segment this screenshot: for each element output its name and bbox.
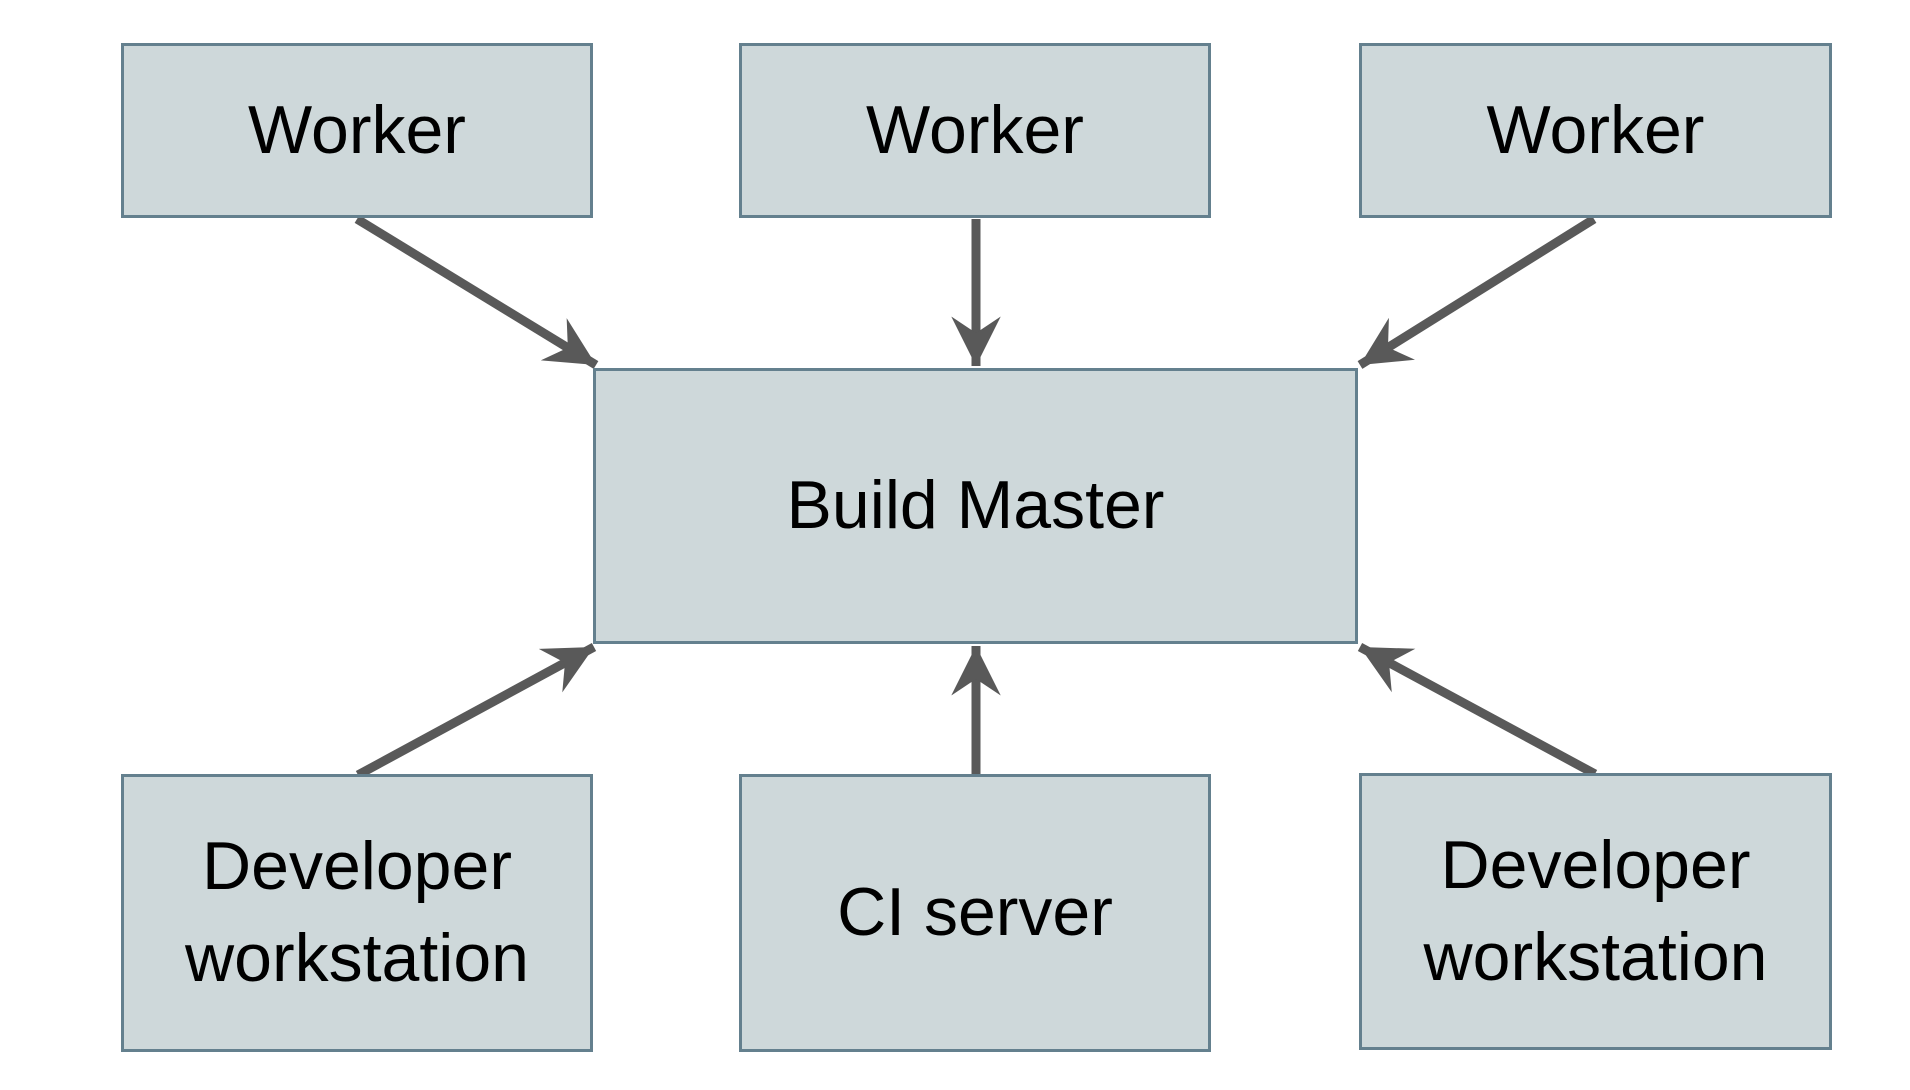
node-worker-2: Worker: [739, 43, 1211, 218]
node-ci-server-label: CI server: [837, 874, 1113, 951]
arrow-worker-3-to-build-master: [1357, 215, 1597, 369]
node-worker-2-label: Worker: [866, 91, 1084, 168]
arrow-dev-left-to-build-master: [355, 643, 597, 779]
node-worker-1: Worker: [121, 43, 593, 218]
node-ci-server: CI server: [739, 774, 1211, 1052]
node-worker-3-label: Worker: [1486, 91, 1705, 168]
node-developer-workstation-left: Developer workstation: [121, 774, 593, 1052]
node-worker-1-label: Worker: [248, 91, 466, 168]
arrow-worker-1-to-build-master: [354, 215, 599, 369]
node-build-master: Build Master: [593, 368, 1358, 644]
node-developer-workstation-right-label: Developer workstation: [1423, 826, 1768, 995]
node-worker-3: Worker: [1359, 43, 1832, 218]
arrow-dev-right-to-build-master: [1357, 643, 1598, 778]
node-developer-workstation-left-label: Developer workstation: [185, 828, 529, 996]
node-developer-workstation-right: Developer workstation: [1359, 773, 1832, 1050]
node-build-master-label: Build Master: [786, 467, 1165, 544]
